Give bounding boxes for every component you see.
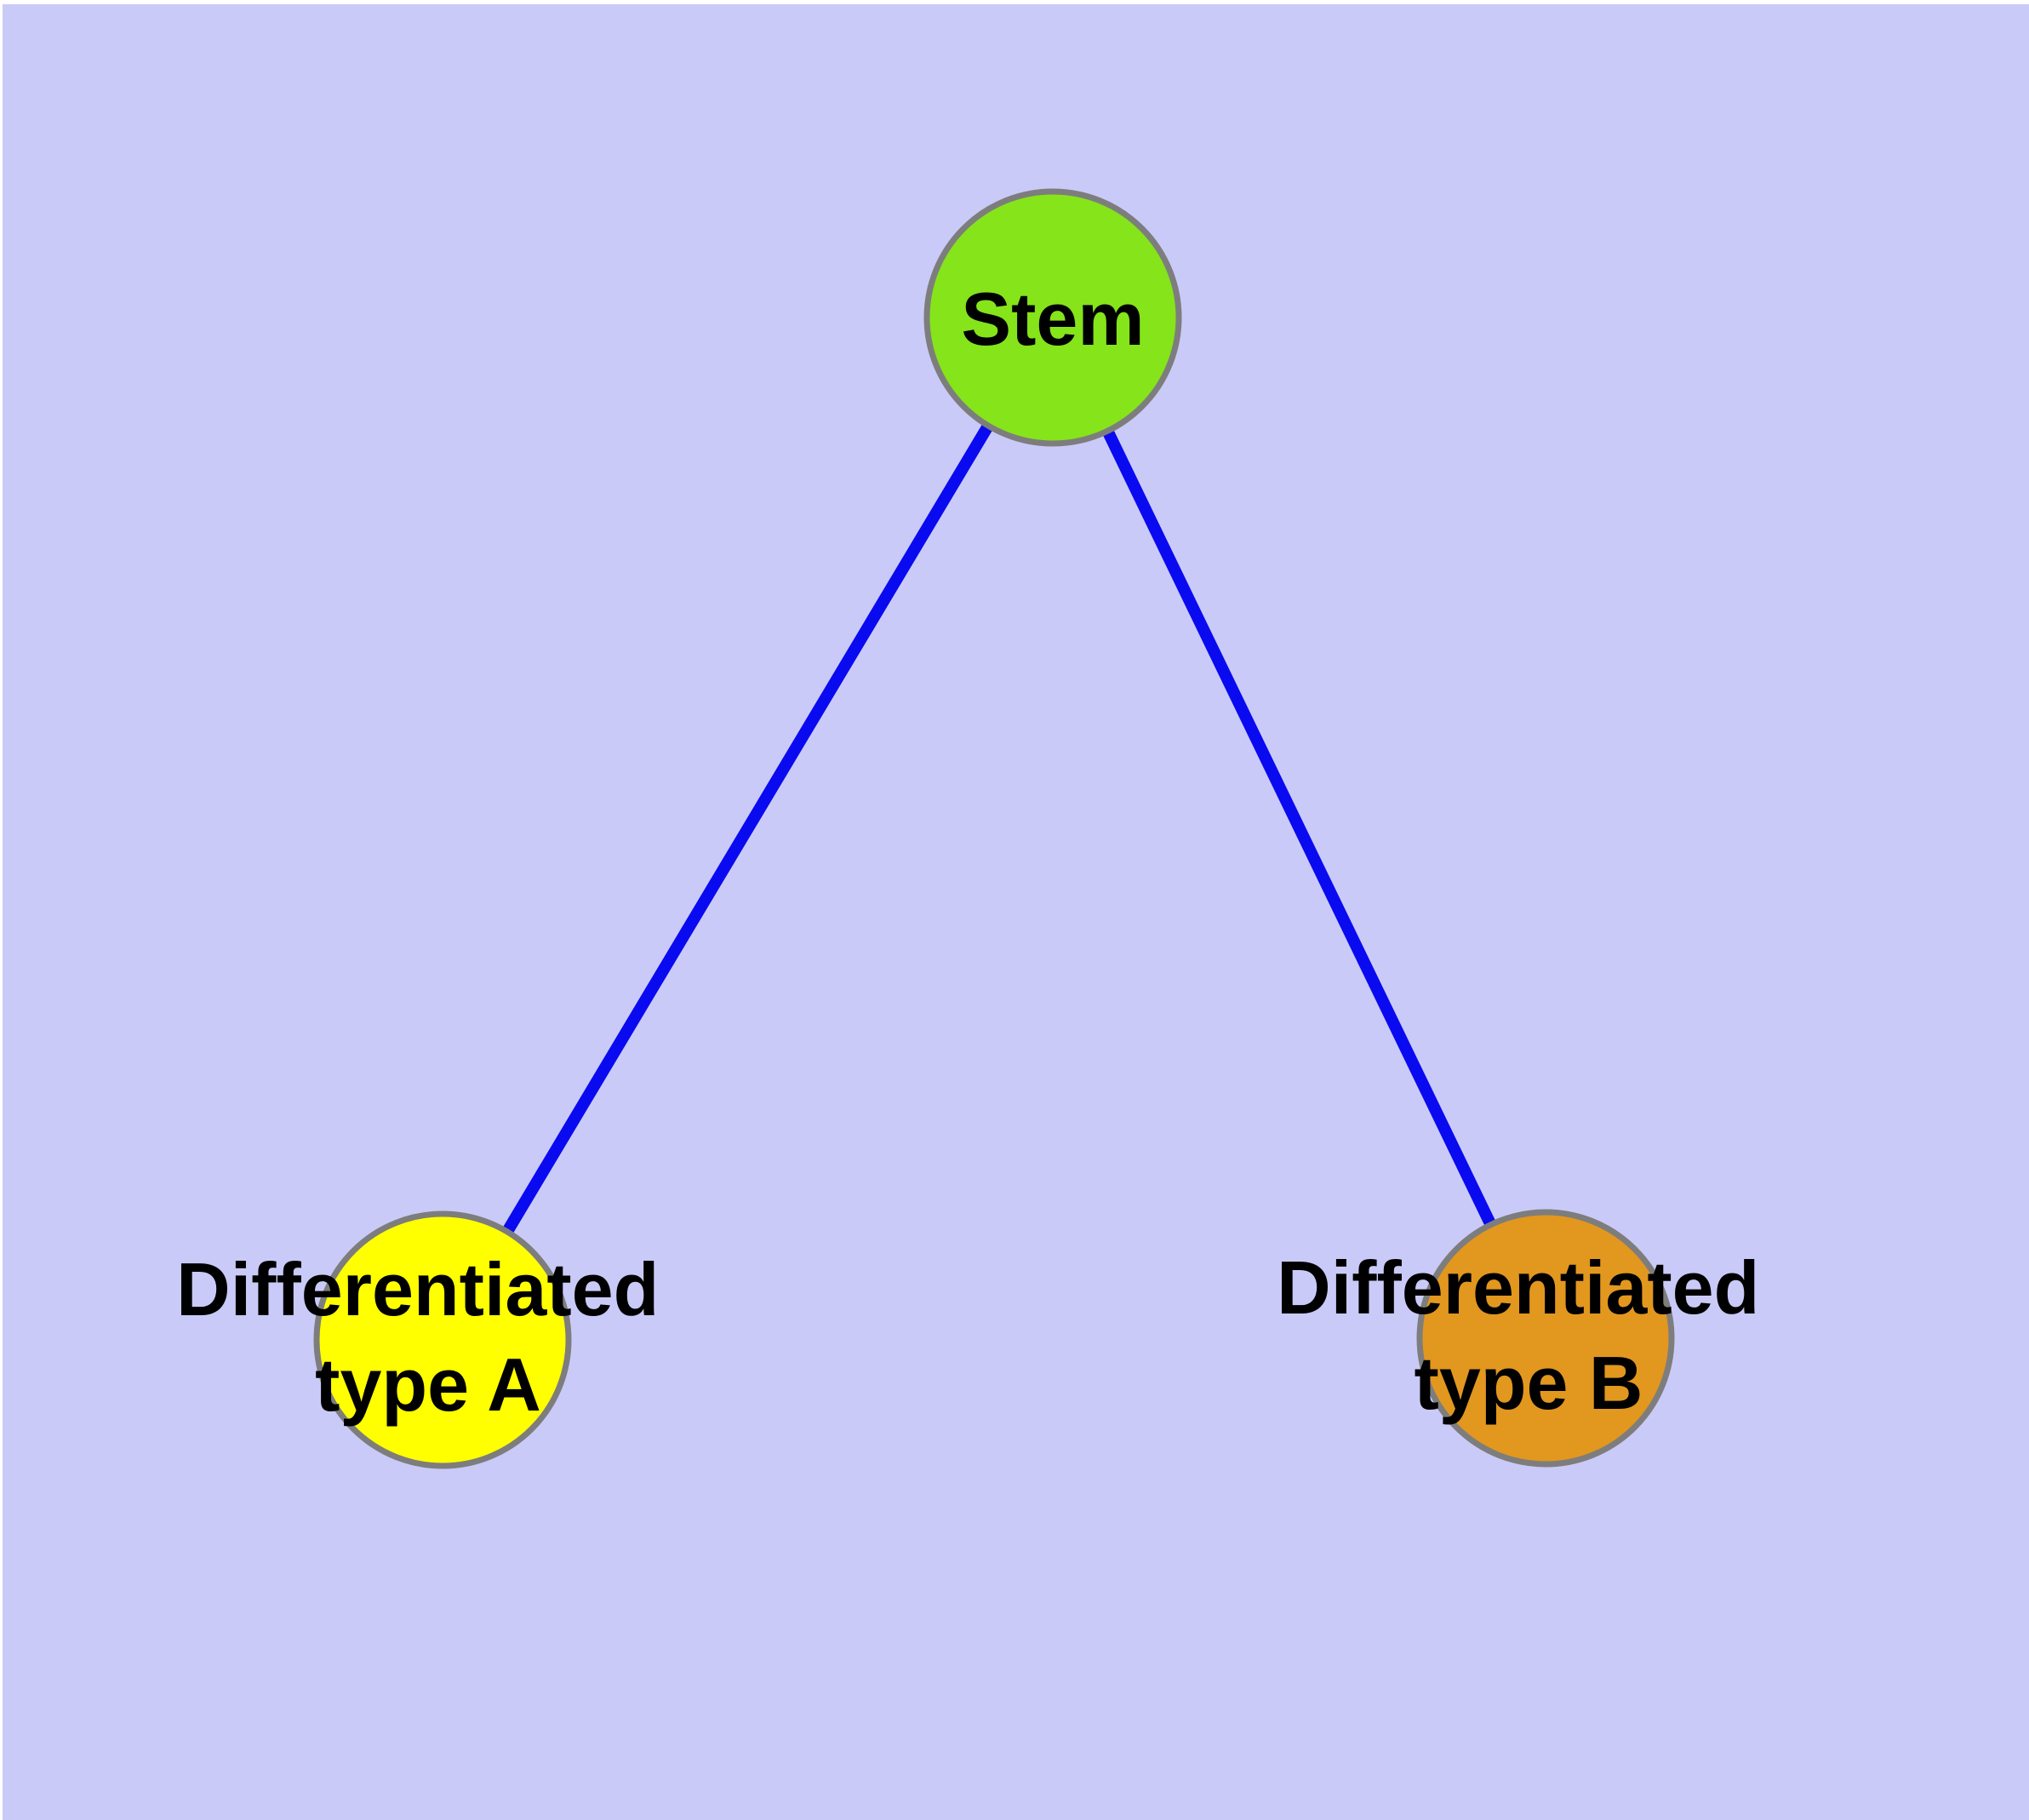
node-stem-label-line: Stem [961, 277, 1144, 361]
node-type-a-label-line-1: Differentiated [176, 1247, 659, 1331]
node-differentiated-type-a [313, 1210, 572, 1469]
node-type-b-label-line-1: Differentiated [1277, 1245, 1759, 1330]
edge-stem-to-type-a [437, 314, 1059, 1343]
node-stem-label: Stem [961, 277, 1144, 361]
node-type-b-label-line-2: type B [1415, 1341, 1643, 1425]
edge-stem-to-type-b [1047, 314, 1552, 1342]
node-differentiated-type-b [1416, 1209, 1675, 1468]
node-stem [923, 188, 1182, 447]
node-type-a-label: Differentiated type A [176, 1247, 680, 1427]
node-type-a-label-line-2: type A [315, 1342, 541, 1427]
node-type-b-label: Differentiated type B [1277, 1245, 1780, 1425]
